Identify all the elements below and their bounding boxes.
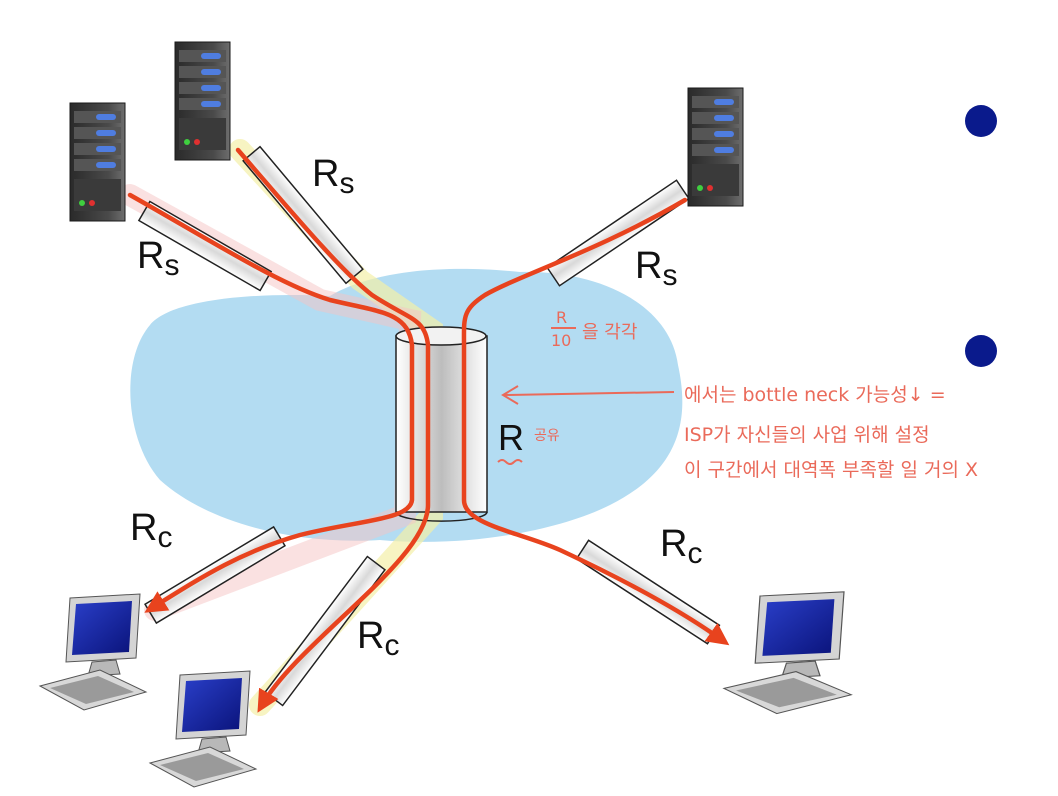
svg-text:Rc: Rc xyxy=(357,615,399,662)
server-icon xyxy=(174,41,231,161)
desktop-computer-icon xyxy=(723,591,852,715)
link-label-subscript: c xyxy=(384,629,399,662)
bullet-icon xyxy=(965,105,997,137)
desktop-computer-icon xyxy=(149,670,257,788)
shared-link-note: 공유 xyxy=(534,428,560,444)
link-label-server-top: Rs xyxy=(312,153,354,200)
svg-text:Rs: Rs xyxy=(635,245,677,292)
fraction-numerator: R xyxy=(556,308,567,327)
svg-text:Rc: Rc xyxy=(660,523,702,570)
link-label-text: R xyxy=(660,523,687,565)
annotation-arrowhead xyxy=(501,385,519,405)
server-icon xyxy=(69,102,126,222)
link-label-text: R xyxy=(635,245,662,287)
shared-link-label: R xyxy=(498,417,524,458)
svg-text:Rs: Rs xyxy=(137,235,179,282)
annotation-line-3: 이 구간에서 대역폭 부족할 일 거의 X xyxy=(684,459,978,481)
link-label-subscript: s xyxy=(164,249,179,282)
link-label-text: R xyxy=(357,615,384,657)
traffic-flows xyxy=(127,147,730,713)
flow-line xyxy=(235,147,431,713)
desktop-computer-icon xyxy=(39,593,147,711)
link-pipe-server-left xyxy=(137,200,273,292)
link-label-subscript: s xyxy=(662,259,677,292)
link-label-text: R xyxy=(130,507,157,549)
svg-text:Rs: Rs xyxy=(312,153,354,200)
annotation-arrow xyxy=(504,391,675,396)
fraction-note: 을 각각 xyxy=(582,322,637,343)
annotation-line-1: 에서는 bottle neck 가능성↓ = xyxy=(684,384,946,406)
annotation-line-2: ISP가 자신들의 사업 위해 설정 xyxy=(684,424,930,446)
svg-text:Rc: Rc xyxy=(130,507,172,554)
bullet-icon xyxy=(965,335,997,367)
server-icon xyxy=(687,87,744,207)
flow-line xyxy=(127,192,415,613)
link-label-server-left: Rs xyxy=(137,235,179,282)
link-label-text: R xyxy=(137,235,164,277)
shared-link-cylinder xyxy=(395,326,488,522)
link-label-client-right: Rc xyxy=(660,523,702,570)
fraction-annotation: R 10 을 각각 xyxy=(551,308,637,350)
fraction-denominator: 10 xyxy=(551,331,571,350)
link-pipe-server-top xyxy=(242,145,364,285)
link-label-client-left: Rc xyxy=(130,507,172,554)
link-label-subscript: c xyxy=(687,537,702,570)
link-label-subscript: c xyxy=(157,521,172,554)
link-label-text: R xyxy=(312,153,339,195)
link-label-client-mid: Rc xyxy=(357,615,399,662)
handwritten-underline xyxy=(497,459,523,465)
link-label-server-right: Rs xyxy=(635,245,677,292)
flow-line xyxy=(461,197,730,646)
link-label-subscript: s xyxy=(339,167,354,200)
